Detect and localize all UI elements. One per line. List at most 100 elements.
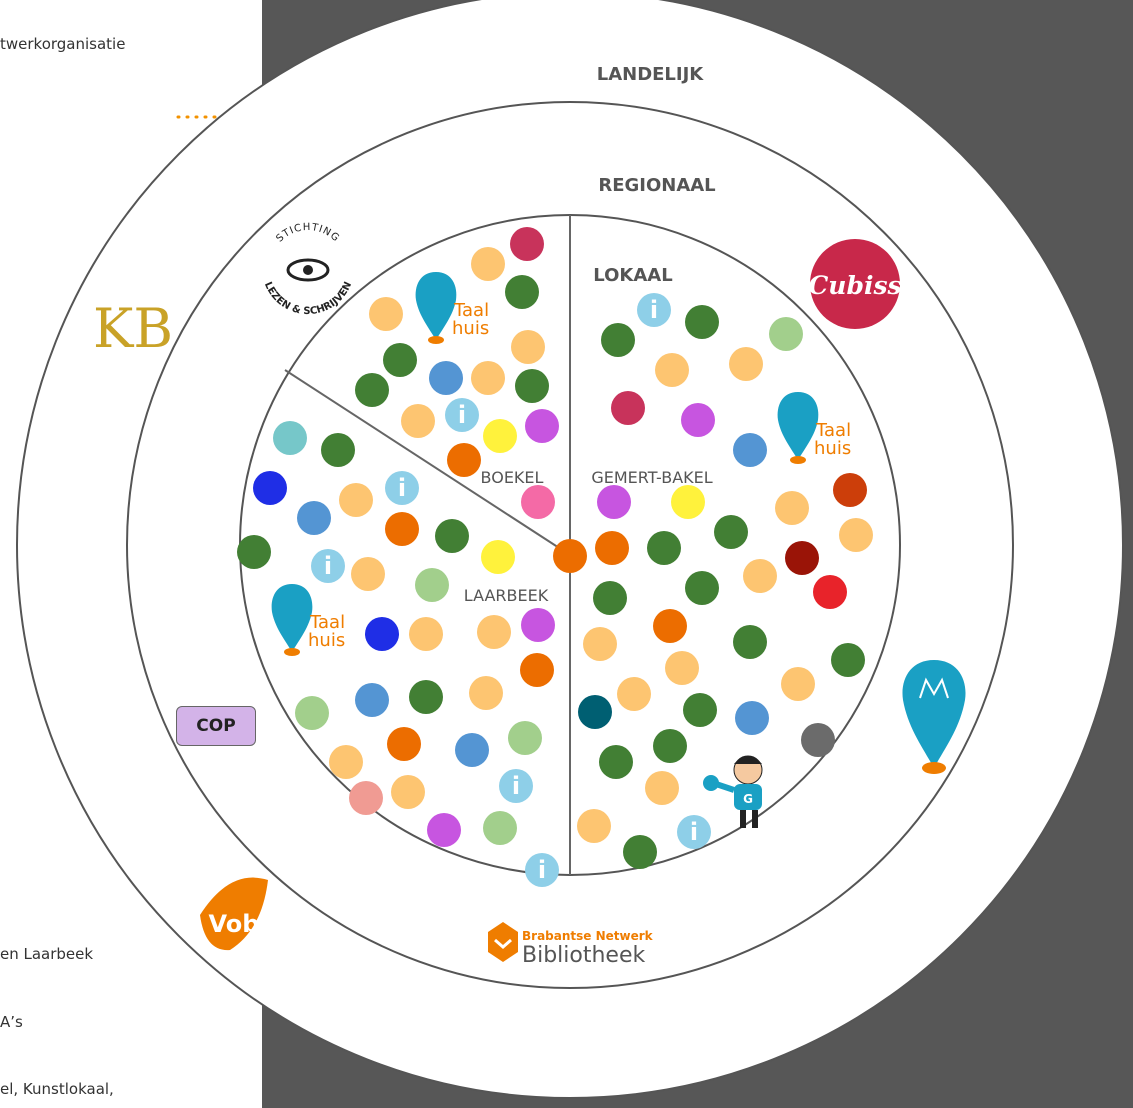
participant-dot [611, 391, 645, 425]
participant-dot [617, 677, 651, 711]
participant-dot [385, 512, 419, 546]
mascot-g-letter: G [743, 792, 753, 806]
g-mascot: G [703, 755, 763, 828]
brabantse-bottom-text: Bibliotheek [522, 943, 645, 968]
participant-dot [511, 330, 545, 364]
participant-dot [601, 323, 635, 357]
participant-dot [455, 733, 489, 767]
participant-dot [471, 361, 505, 395]
info-icon: i [637, 293, 671, 327]
map-pin-base [922, 762, 946, 774]
bibliotheek-chevron-icon [494, 938, 512, 949]
mascot-leg-right [752, 810, 758, 828]
ring-label-local: LOKAAL [593, 265, 672, 286]
participant-dot [775, 491, 809, 525]
participant-dot [714, 515, 748, 549]
participant-dot [735, 701, 769, 735]
participant-dot [253, 471, 287, 505]
participant-dot [521, 608, 555, 642]
participant-dot [351, 557, 385, 591]
map-pin-icon [902, 660, 966, 768]
participant-dot [349, 781, 383, 815]
svg-text:Taal: Taal [309, 612, 345, 633]
svg-text:i: i [512, 772, 520, 800]
svg-text:i: i [324, 552, 332, 580]
kb-logo: KB [93, 297, 173, 360]
cubiss-logo-text: Cubiss [808, 271, 901, 300]
svg-text:huis: huis [308, 630, 345, 651]
side-text-line-1: twerkorganisatie [0, 35, 126, 53]
participant-dot [525, 409, 559, 443]
participant-dot [297, 501, 331, 535]
mascot-hand [703, 775, 719, 791]
eye-pupil [303, 265, 313, 275]
participant-dot [671, 485, 705, 519]
participant-dot [415, 568, 449, 602]
participant-dot [365, 617, 399, 651]
participant-dot [647, 531, 681, 565]
svg-text:i: i [398, 474, 406, 502]
participant-dot [471, 247, 505, 281]
svg-text:i: i [458, 401, 466, 429]
svg-text:Taal: Taal [815, 420, 851, 441]
mascot-hair [734, 756, 762, 764]
participant-dot [813, 575, 847, 609]
participant-dot [521, 485, 555, 519]
participant-dot [833, 473, 867, 507]
ring-label-regional: REGIONAAL [598, 175, 715, 196]
participant-dot [623, 835, 657, 869]
participant-dot [665, 651, 699, 685]
participant-dot [685, 305, 719, 339]
participant-dot [729, 347, 763, 381]
participant-dot [295, 696, 329, 730]
side-text-line-3: A’s [0, 1013, 23, 1031]
participant-dot [383, 343, 417, 377]
participant-dot [329, 745, 363, 779]
participant-dot [655, 353, 689, 387]
info-icon: i [311, 549, 345, 583]
mascot-body [734, 784, 762, 810]
participant-dot [595, 531, 629, 565]
participant-dot [355, 373, 389, 407]
participant-dot [355, 683, 389, 717]
side-text-line-2: en Laarbeek [0, 945, 94, 963]
vob-logo: Vob [200, 877, 268, 951]
participant-dot [593, 581, 627, 615]
segment-label-gemert-bakel: GEMERT-BAKEL [591, 468, 712, 487]
participant-dot [427, 813, 461, 847]
participant-dot [483, 811, 517, 845]
participant-dot [339, 483, 373, 517]
mascot-arm [712, 780, 735, 793]
ring-label-national: LANDELIJK [597, 64, 705, 85]
participant-dot [520, 653, 554, 687]
brabantse-netwerk-bibliotheek-logo: Brabantse Netwerk Bibliotheek [488, 922, 654, 968]
eye-icon [286, 258, 330, 282]
participant-dot [515, 369, 549, 403]
participant-dot [391, 775, 425, 809]
cubiss-logo-badge [810, 239, 900, 329]
bibliotheek-logo-icon [488, 922, 518, 962]
participant-dots [237, 227, 873, 869]
info-icon: i [677, 815, 711, 849]
info-icon: i [445, 398, 479, 432]
participant-dot [801, 723, 835, 757]
participant-dot [387, 727, 421, 761]
participant-dot [681, 403, 715, 437]
cop-button[interactable]: COP [176, 706, 256, 746]
taalhuis-figure-icon [919, 677, 949, 699]
segment-label-boekel: BOEKEL [481, 468, 544, 487]
participant-dot [578, 695, 612, 729]
participant-dot [477, 615, 511, 649]
side-text-line-4: el, Kunstlokaal, [0, 1080, 114, 1098]
participant-dot [683, 693, 717, 727]
participant-dot [781, 667, 815, 701]
participant-dot [785, 541, 819, 575]
participant-dot [447, 443, 481, 477]
svg-text:huis: huis [452, 318, 489, 339]
participant-dot [733, 433, 767, 467]
participant-dot [481, 540, 515, 574]
